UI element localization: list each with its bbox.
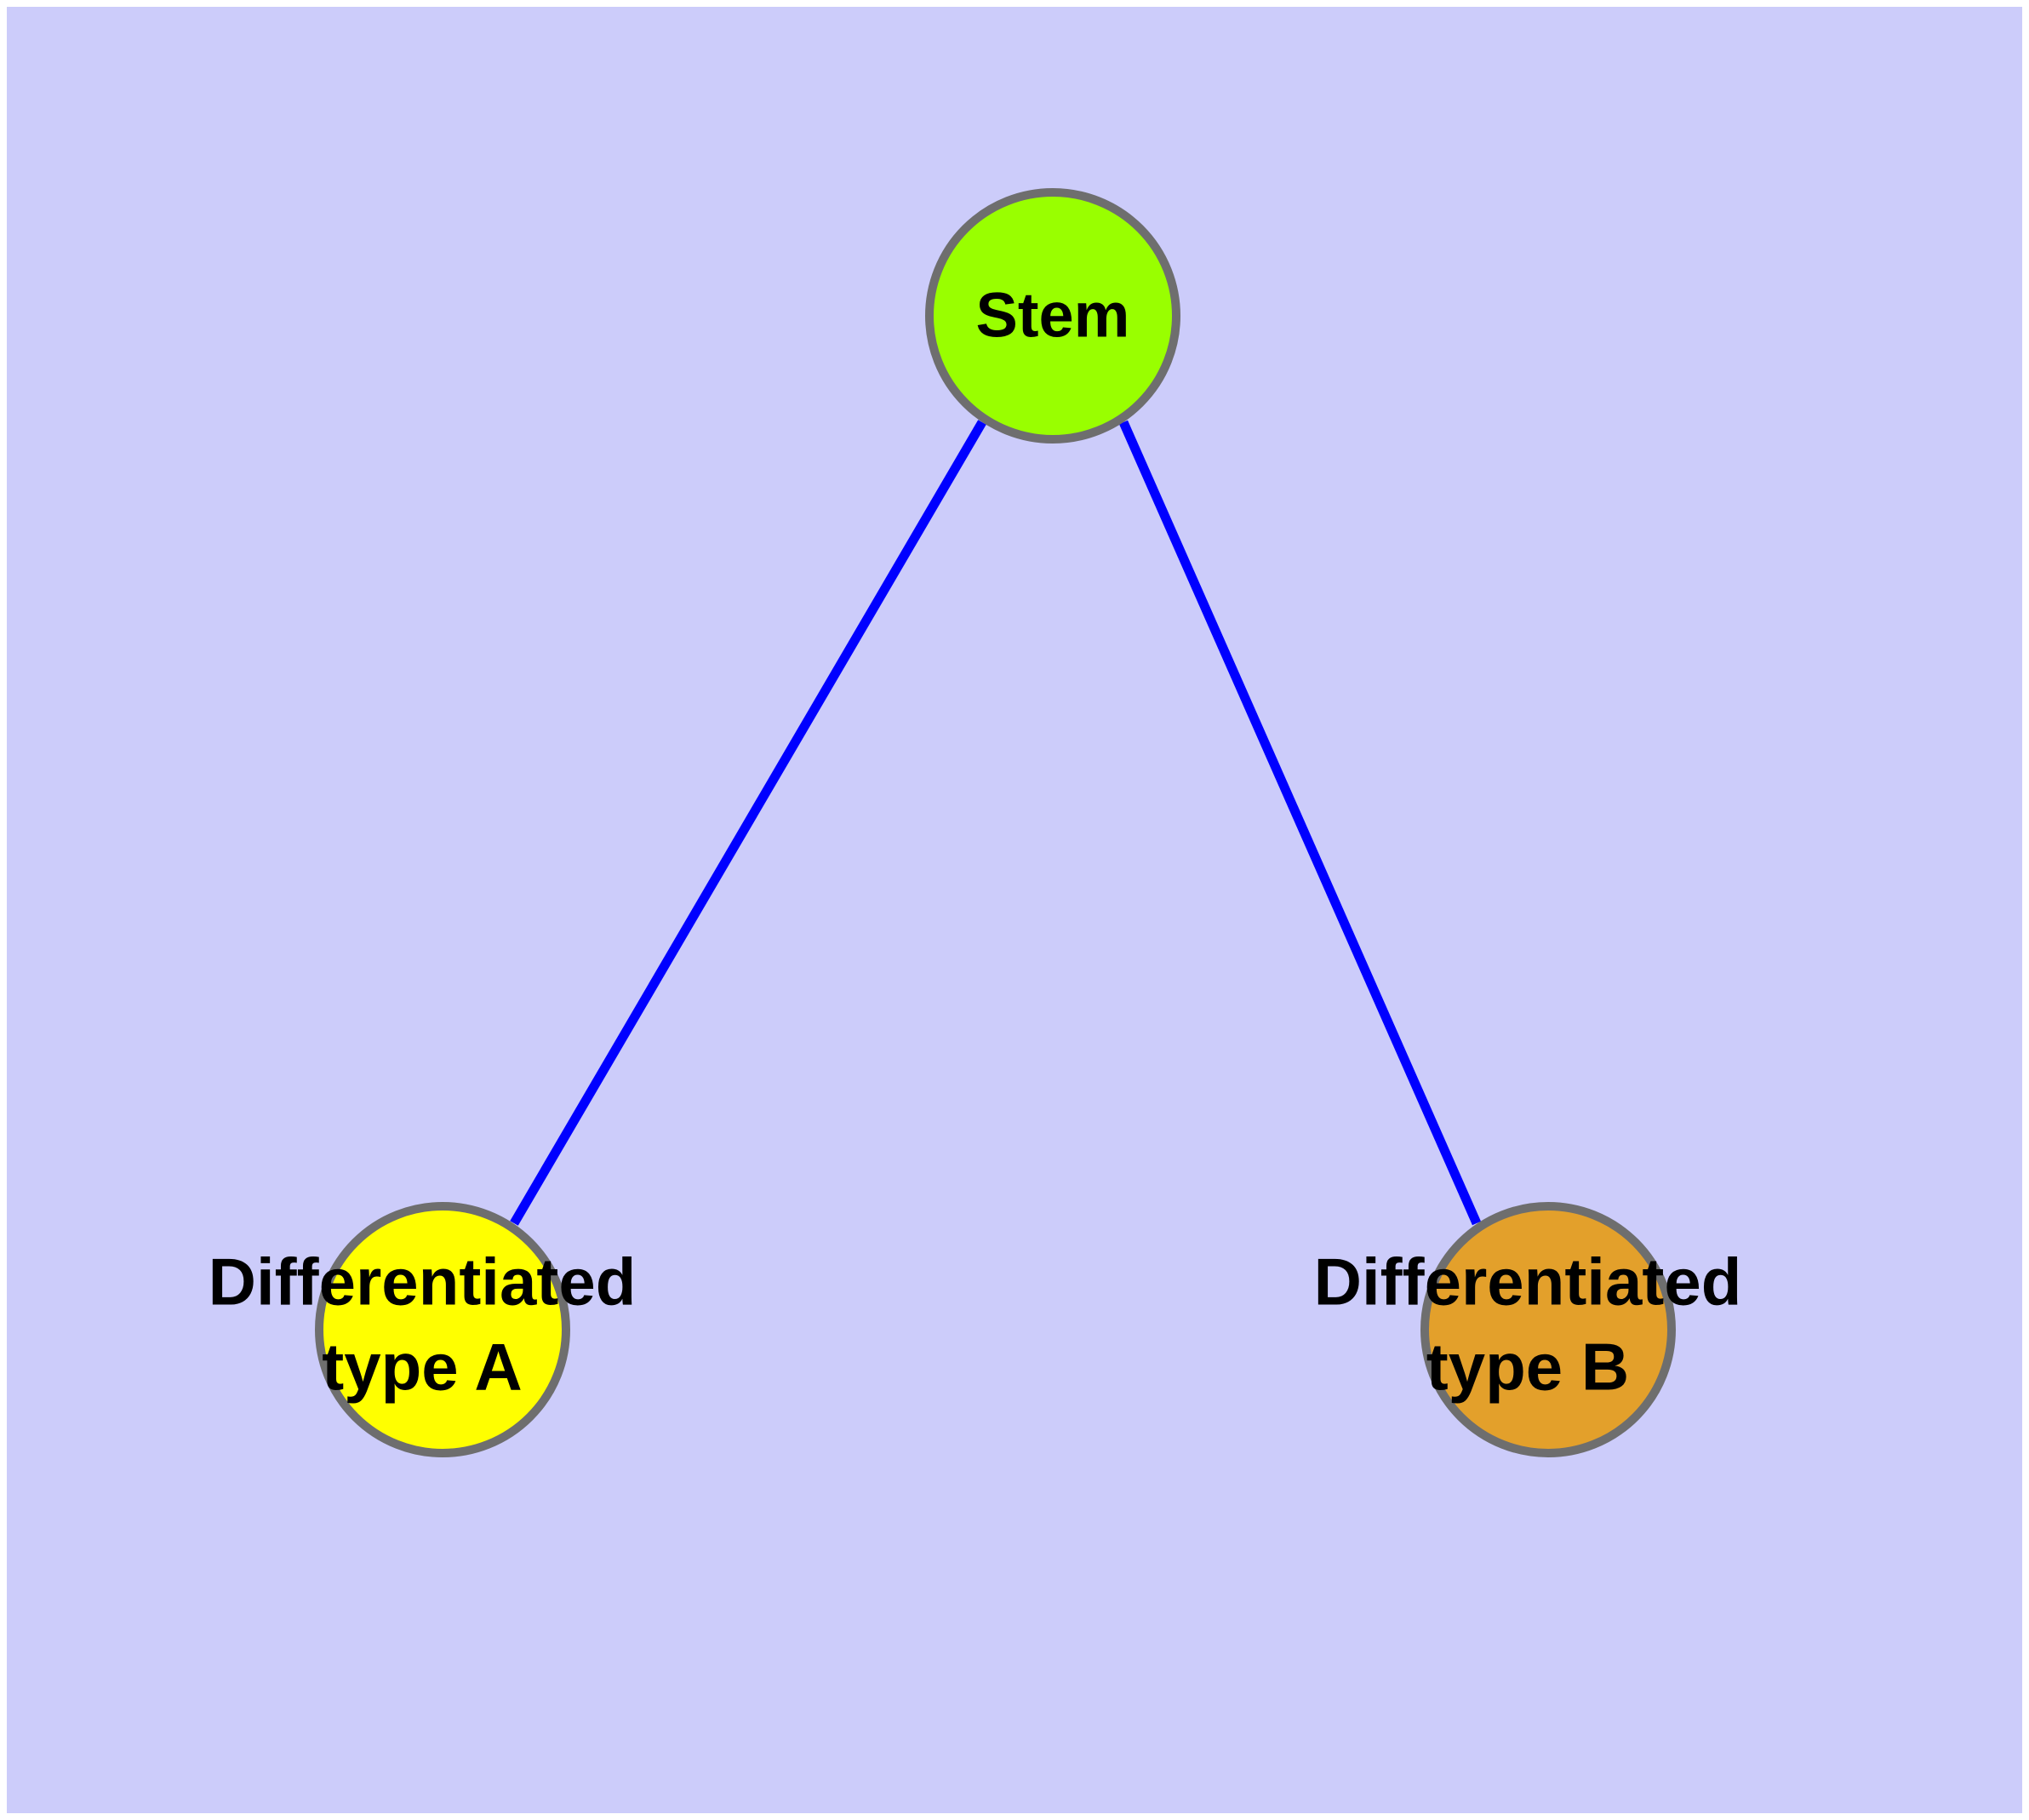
edge-stem-to-differentiated-type-a[interactable] — [510, 420, 986, 1226]
node-differentiated-type-a-label-line1: Differentiated — [209, 1245, 637, 1319]
node-stem[interactable] — [925, 188, 1180, 444]
node-stem-circle[interactable] — [925, 188, 1180, 444]
node-layer — [315, 188, 1676, 1457]
node-differentiated-type-a-label-line2: type A — [322, 1330, 523, 1405]
node-differentiated-type-b-label-line1: Differentiated — [1314, 1245, 1742, 1319]
node-differentiated-type-a-circle[interactable] — [315, 1202, 570, 1457]
node-differentiated-type-b-label-line2: type B — [1426, 1330, 1629, 1405]
node-stem-label: Stem — [976, 280, 1130, 351]
edge-layer — [510, 420, 1482, 1226]
node-differentiated-type-b[interactable] — [1420, 1202, 1676, 1457]
label-layer: Stem Differentiated type A Differentiate… — [209, 280, 1742, 1405]
node-differentiated-type-a[interactable] — [315, 1202, 570, 1457]
node-differentiated-type-b-circle[interactable] — [1420, 1202, 1676, 1457]
edge-stem-to-differentiated-type-b[interactable] — [1118, 420, 1482, 1226]
